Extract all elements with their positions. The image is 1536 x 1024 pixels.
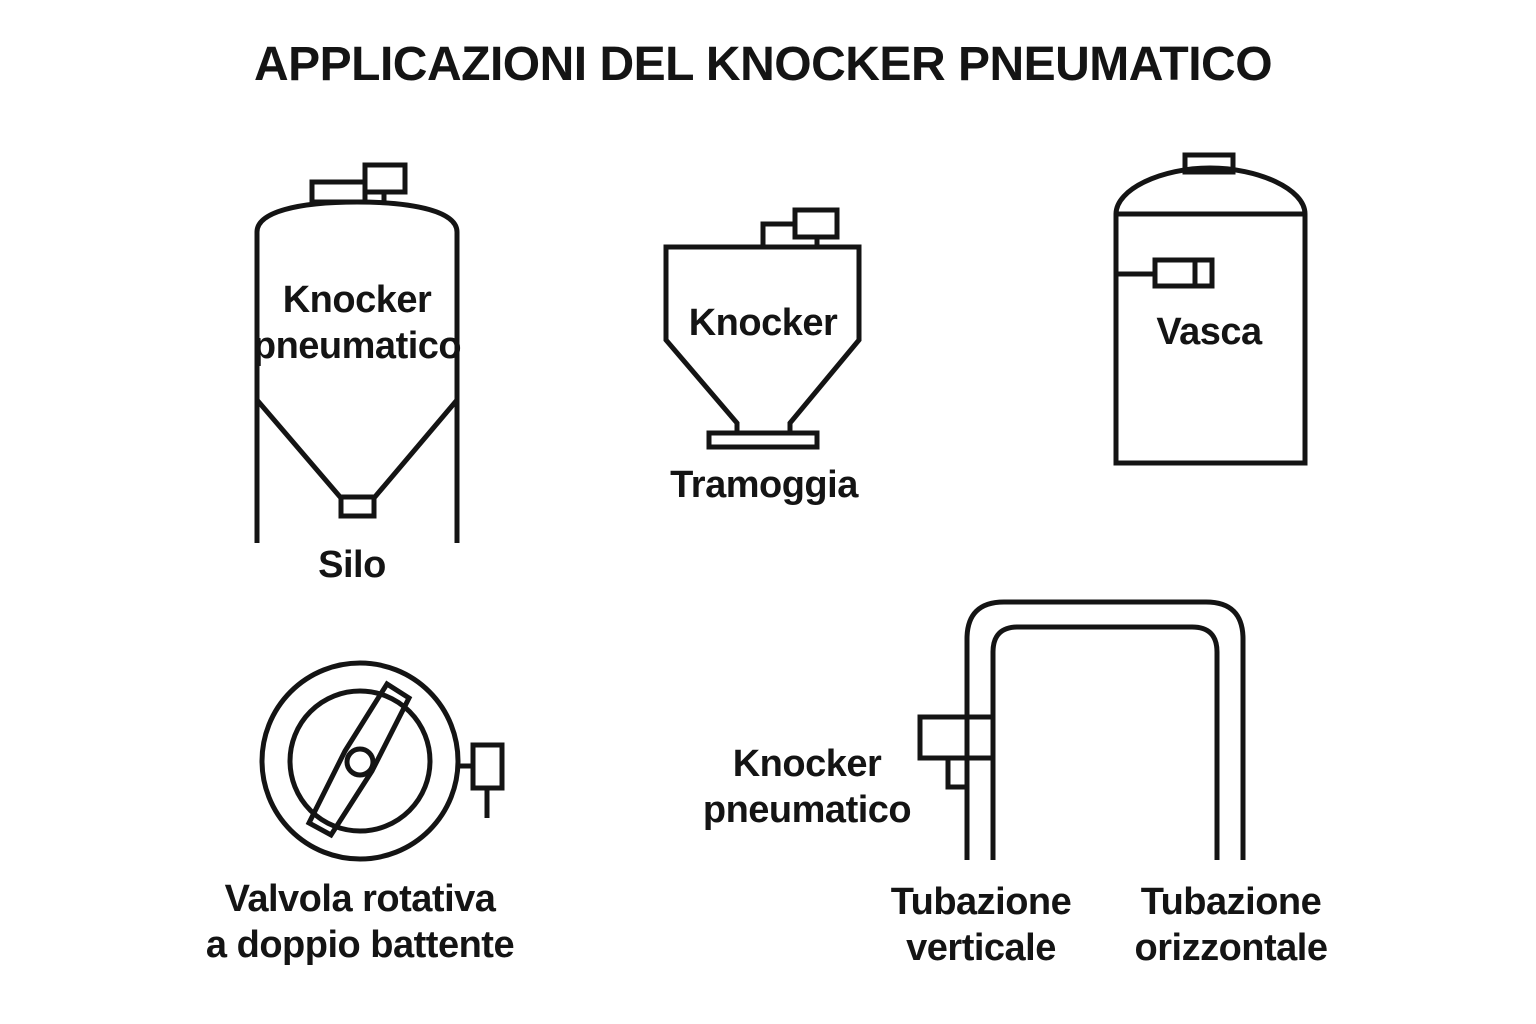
vasca-knocker-body: [1152, 257, 1215, 289]
silo-knocker-mount: [309, 179, 368, 205]
valvola-figure: [259, 660, 505, 862]
tubazione-knocker-icon: [917, 714, 996, 790]
tramoggia-figure: [663, 207, 862, 450]
tubazione-inner-wall: [990, 624, 1220, 860]
silo-caption: Silo: [318, 544, 386, 586]
tramoggia-caption: Tramoggia: [670, 464, 858, 506]
silo-internal-cone: [255, 398, 459, 500]
valvola-hub: [344, 746, 376, 778]
vasca-figure: [1113, 152, 1308, 466]
vasca-body-outline: [1113, 214, 1308, 466]
tramoggia-knocker-icon: [760, 207, 840, 247]
silo-outlet: [338, 494, 377, 519]
tubazione-knocker-body: [917, 714, 996, 761]
silo-body-outline: [254, 199, 460, 543]
vasca-inner-label: Vasca: [1156, 311, 1262, 353]
vasca-knocker-icon: [1116, 257, 1215, 289]
tubazione-figure: [917, 599, 1246, 860]
valvola-inner-ring: [287, 688, 433, 834]
valvola-caption: Valvola rotativa a doppio battente: [205, 878, 515, 966]
silo-knocker-body: [362, 162, 408, 195]
silo-inner-label: Knocker pneumatico: [252, 279, 462, 367]
diagram-title: APPLICAZIONI DEL KNOCKER PNEUMATICO: [253, 38, 1273, 91]
valvola-knocker-icon: [458, 742, 505, 818]
silo-figure: [254, 162, 460, 543]
tramoggia-flange: [706, 430, 820, 450]
valvola-outer-ring: [259, 660, 461, 862]
silo-knocker-icon: [309, 162, 408, 205]
vasca-dome: [1113, 165, 1308, 215]
valvola-blade: [305, 680, 413, 839]
valvola-knocker-body: [470, 742, 505, 791]
tramoggia-knocker-pipe: [760, 221, 795, 247]
tramoggia-inner-label: Knocker: [688, 302, 838, 344]
tubazione-outer-wall: [964, 599, 1246, 860]
vasca-top-nozzle: [1182, 152, 1236, 175]
tramoggia-knocker-body: [792, 207, 840, 240]
tubazione-knocker-label: Knocker pneumatico: [702, 743, 912, 831]
tubazione-knocker-stub: [945, 758, 967, 790]
tubazione-verticale-caption: Tubazione verticale: [890, 881, 1072, 969]
tubazione-orizzontale-caption: Tubazione orizzontale: [1134, 881, 1328, 969]
